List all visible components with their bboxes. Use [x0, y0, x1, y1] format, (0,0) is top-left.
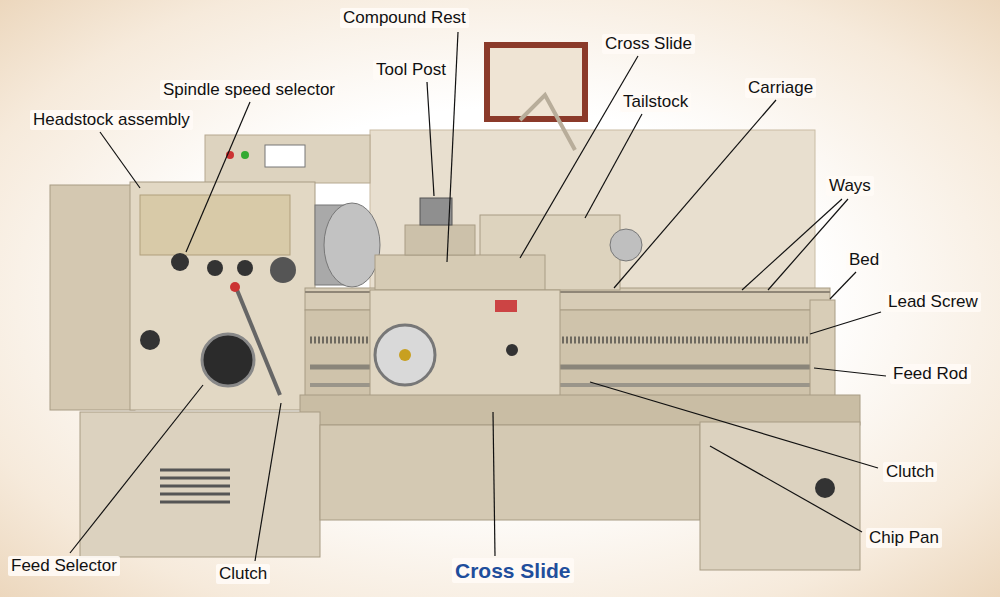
lamp: [241, 151, 249, 159]
base-right: [700, 422, 860, 570]
part-label: Spindle speed selector: [160, 80, 338, 100]
vent-grille: [160, 470, 230, 502]
knob: [207, 260, 223, 276]
tailstock-wheel: [610, 229, 642, 261]
part-label: Cross Slide: [452, 558, 574, 583]
part-label: Clutch: [883, 462, 937, 482]
compound-rest: [405, 225, 475, 255]
tool-post: [420, 198, 452, 225]
feed-selector-dial: [202, 334, 254, 386]
handwheel: [375, 325, 435, 385]
base-middle: [320, 425, 700, 520]
apron: [370, 290, 560, 410]
part-label: Compound Rest: [340, 8, 469, 28]
selector-knob: [171, 253, 189, 271]
chip-pan: [300, 395, 860, 425]
indicator: [495, 300, 517, 312]
part-label: Feed Rod: [890, 364, 971, 384]
base-left: [80, 412, 320, 557]
knob: [237, 260, 253, 276]
part-label: Cross Slide: [602, 34, 695, 54]
knob: [270, 257, 296, 283]
hole: [815, 478, 835, 498]
part-label: Bed: [846, 250, 882, 270]
plate: [140, 195, 290, 255]
headstock-front: [130, 182, 315, 410]
clutch-lever: [235, 285, 280, 395]
part-label: Clutch: [216, 564, 270, 584]
cross-slide: [375, 255, 545, 290]
lamp-arm: [520, 95, 575, 150]
knob: [140, 330, 160, 350]
lever-knob: [230, 282, 240, 292]
part-label: Ways: [826, 176, 874, 196]
part-label: Carriage: [745, 78, 816, 98]
hub: [399, 349, 411, 361]
chuck: [324, 203, 380, 287]
part-label: Feed Selector: [8, 556, 120, 576]
knob: [506, 344, 518, 356]
headstock-side: [50, 185, 135, 410]
electric-box: [205, 135, 370, 183]
part-label: Tailstock: [620, 92, 691, 112]
meter: [265, 145, 305, 167]
part-label: Chip Pan: [866, 528, 942, 548]
part-label: Headstock assembly: [30, 110, 193, 130]
part-label: Lead Screw: [885, 292, 981, 312]
lamp-frame: [487, 45, 585, 119]
part-label: Tool Post: [373, 60, 449, 80]
splash-guard: [370, 130, 815, 300]
